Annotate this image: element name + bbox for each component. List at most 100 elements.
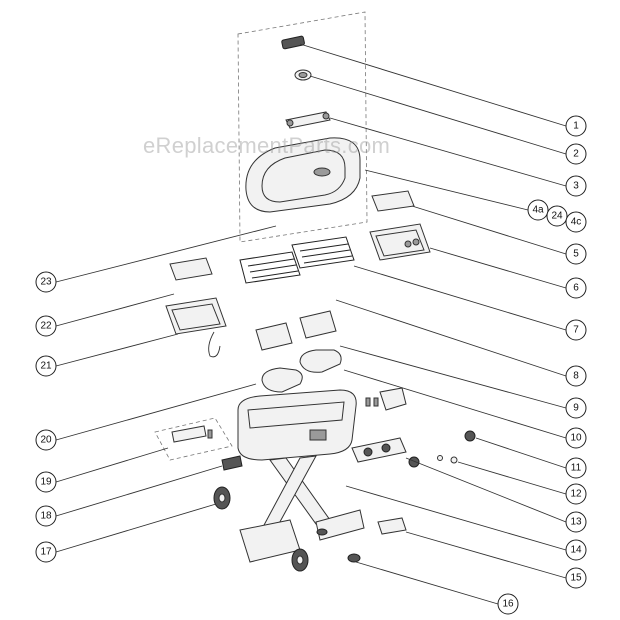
callout-label: 21 xyxy=(40,361,52,372)
callout-19[interactable]: 19 xyxy=(35,471,57,493)
callout-20[interactable]: 20 xyxy=(35,429,57,451)
callout-11[interactable]: 11 xyxy=(565,457,587,479)
part-stand[interactable] xyxy=(239,455,365,563)
part-lid[interactable] xyxy=(245,137,361,213)
callout-label: 6 xyxy=(573,283,579,294)
callout-label: 4c xyxy=(571,217,582,228)
part-carry-handle[interactable] xyxy=(171,425,213,443)
callout-15[interactable]: 15 xyxy=(565,567,587,589)
callout-circle xyxy=(565,277,587,299)
callout-circle xyxy=(565,211,587,233)
callout-circle xyxy=(497,593,519,615)
callout-label: 7 xyxy=(573,325,579,336)
callout-label: 16 xyxy=(502,599,514,610)
part-wheel[interactable] xyxy=(213,486,309,572)
callout-16[interactable]: 16 xyxy=(497,593,519,615)
callout-21[interactable]: 21 xyxy=(35,355,57,377)
callout-13[interactable]: 13 xyxy=(565,511,587,533)
callout-14[interactable]: 14 xyxy=(565,539,587,561)
part-heat-deflectors[interactable] xyxy=(255,310,337,351)
callout-label: 14 xyxy=(570,545,582,556)
callout-circle xyxy=(35,541,57,563)
callout-circle xyxy=(565,397,587,419)
callout-list: 1234a244c5678910111213141516171819202122… xyxy=(35,115,587,615)
part-heat-plate[interactable] xyxy=(371,190,415,212)
callout-label: 5 xyxy=(573,249,579,260)
part-left-table[interactable] xyxy=(165,257,227,358)
callout-9[interactable]: 9 xyxy=(565,397,587,419)
callout-circle xyxy=(35,355,57,377)
part-handle-grip[interactable] xyxy=(281,35,305,50)
callout-circle xyxy=(565,457,587,479)
callout-24[interactable]: 24 xyxy=(546,205,568,227)
callout-22[interactable]: 22 xyxy=(35,315,57,337)
part-firebox[interactable] xyxy=(237,389,357,461)
callout-4c[interactable]: 4c xyxy=(565,211,587,233)
callout-label: 3 xyxy=(573,181,579,192)
callout-label: 2 xyxy=(573,149,579,160)
callout-8[interactable]: 8 xyxy=(565,365,587,387)
callout-circle xyxy=(565,243,587,265)
callout-1[interactable]: 1 xyxy=(565,115,587,137)
callout-label: 9 xyxy=(573,403,579,414)
callout-circle xyxy=(527,199,549,221)
callout-circle xyxy=(565,319,587,341)
callout-label: 1 xyxy=(573,121,579,132)
callout-label: 13 xyxy=(570,517,582,528)
callout-3[interactable]: 3 xyxy=(565,175,587,197)
callout-circle xyxy=(565,175,587,197)
callout-circle xyxy=(35,315,57,337)
part-temperature-gauge[interactable] xyxy=(294,69,312,81)
callout-label: 20 xyxy=(40,435,52,446)
leader-lines xyxy=(55,43,567,605)
part-regulator[interactable] xyxy=(221,455,243,471)
callout-circle xyxy=(565,511,587,533)
part-burner[interactable] xyxy=(261,349,342,393)
part-cooking-grates[interactable] xyxy=(239,236,355,284)
callout-circle xyxy=(565,115,587,137)
handle-assembly-frame xyxy=(154,417,233,461)
callout-label: 24 xyxy=(551,211,563,222)
callout-label: 22 xyxy=(40,321,52,332)
part-side-handle[interactable] xyxy=(365,387,407,411)
callout-18[interactable]: 18 xyxy=(35,505,57,527)
callout-2[interactable]: 2 xyxy=(565,143,587,165)
callout-circle xyxy=(565,143,587,165)
callout-5[interactable]: 5 xyxy=(565,243,587,265)
part-lid-handle[interactable] xyxy=(285,111,331,129)
callout-label: 17 xyxy=(40,547,52,558)
callout-4a[interactable]: 4a xyxy=(527,199,549,221)
callout-label: 10 xyxy=(570,433,582,444)
lid-assembly-frame xyxy=(237,11,368,243)
part-side-table[interactable] xyxy=(369,223,431,261)
callout-7[interactable]: 7 xyxy=(565,319,587,341)
part-knob[interactable] xyxy=(408,430,476,468)
callout-17[interactable]: 17 xyxy=(35,541,57,563)
callout-circle xyxy=(35,429,57,451)
callout-circle xyxy=(35,471,57,493)
watermark: eReplacementParts.com xyxy=(143,133,391,158)
callout-circle xyxy=(565,483,587,505)
callout-circle xyxy=(35,505,57,527)
callout-label: 18 xyxy=(40,511,52,522)
callout-circle xyxy=(546,205,568,227)
callout-circle xyxy=(35,271,57,293)
callout-circle xyxy=(565,427,587,449)
callout-label: 15 xyxy=(570,573,582,584)
callout-23[interactable]: 23 xyxy=(35,271,57,293)
callout-label: 4a xyxy=(532,205,544,216)
callout-10[interactable]: 10 xyxy=(565,427,587,449)
callout-circle xyxy=(565,539,587,561)
callout-label: 23 xyxy=(40,277,52,288)
callout-12[interactable]: 12 xyxy=(565,483,587,505)
part-control-panel[interactable] xyxy=(351,437,407,463)
part-drip-tray[interactable] xyxy=(377,517,407,535)
callout-circle xyxy=(565,567,587,589)
callout-label: 19 xyxy=(40,477,52,488)
part-foot[interactable] xyxy=(316,528,361,563)
callout-label: 8 xyxy=(573,371,579,382)
callout-label: 12 xyxy=(570,489,582,500)
callout-6[interactable]: 6 xyxy=(565,277,587,299)
